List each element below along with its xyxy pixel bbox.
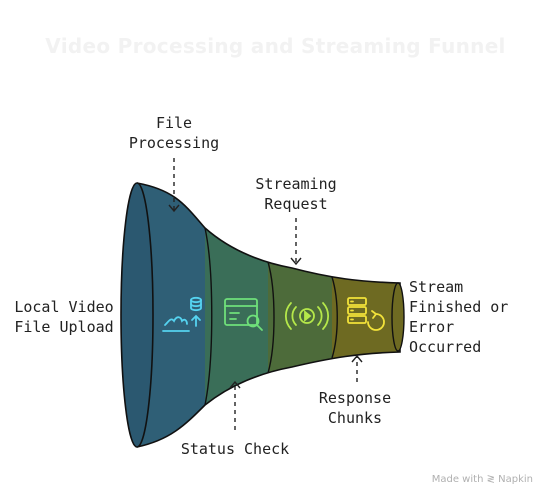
callout-arrows xyxy=(168,158,363,430)
label-file-processing: File Processing xyxy=(128,114,220,152)
label-stream-finished: Stream Finished or Error Occurred xyxy=(409,278,509,356)
funnel-mouth xyxy=(120,182,154,448)
napkin-watermark: Made with ≷ Napkin xyxy=(431,474,533,485)
label-local-video-upload: Local Video File Upload xyxy=(14,298,114,336)
label-streaming-request: Streaming Request xyxy=(255,175,337,213)
file-search-icon xyxy=(224,298,263,331)
server-refresh-icon xyxy=(347,297,385,331)
label-status-check: Status Check xyxy=(180,440,290,458)
stream-play-icon xyxy=(284,302,330,330)
diagram-title: Video Processing and Streaming Funnel xyxy=(45,34,506,58)
upload-database-icon xyxy=(162,296,202,332)
label-response-chunks: Response Chunks xyxy=(318,389,392,427)
funnel-end xyxy=(391,282,405,352)
